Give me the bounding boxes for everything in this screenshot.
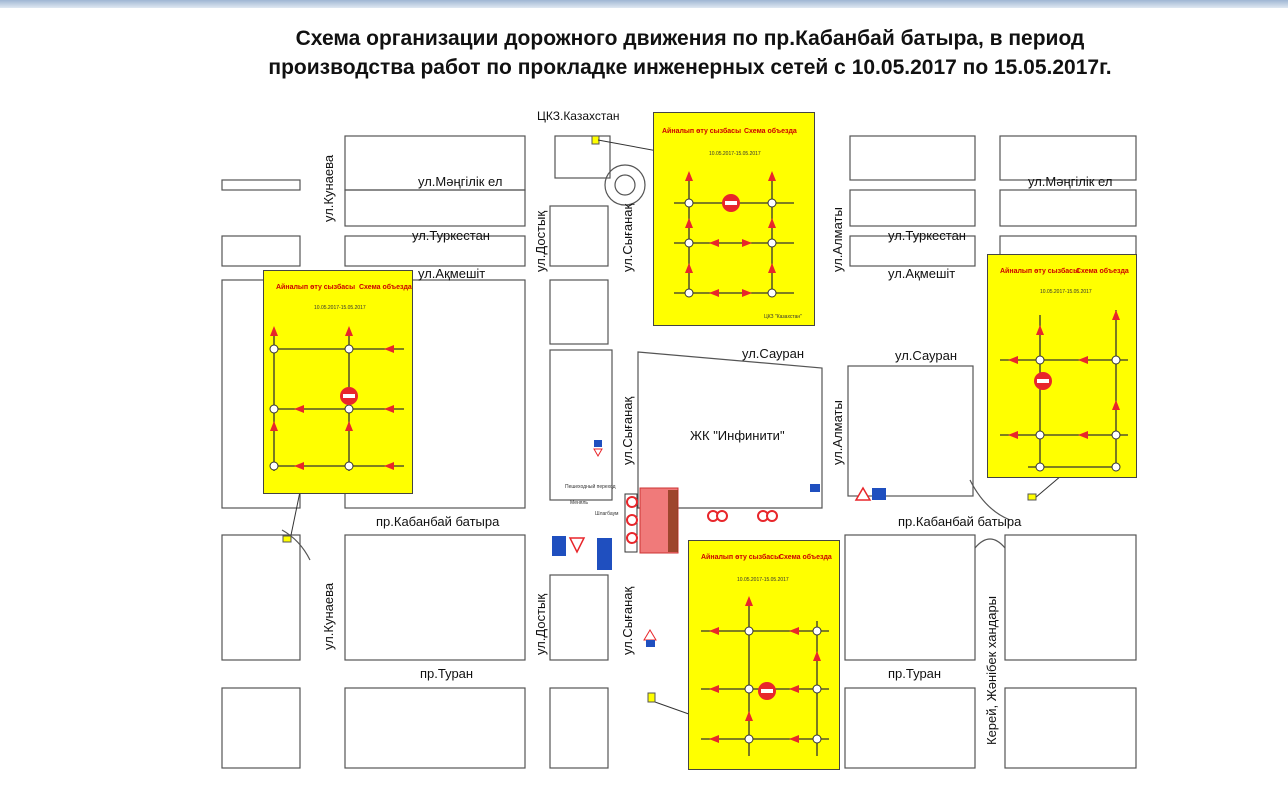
info-sign-icon — [552, 536, 566, 556]
street-label: ул.Сауран — [742, 346, 804, 361]
street-label: ул.Алматы — [830, 207, 845, 272]
restriction-sign-icon — [716, 510, 728, 522]
street-label: ул.Мәңгілік ел — [1028, 174, 1112, 189]
scheme-heading: Схема объезда — [1076, 267, 1129, 275]
street-label: ул.Туркестан — [888, 228, 966, 243]
street-label: ул.Достық — [533, 211, 548, 272]
detour-heading: Айналып өту сызбасы — [1000, 267, 1079, 275]
street-label: ул.Ақмешіт — [888, 266, 955, 281]
detour-diagram: Айналып өту сызбасы Схема объезда 10.05.… — [701, 553, 832, 756]
restriction-sign-icon — [766, 510, 778, 522]
street-label: ул.Кунаева — [321, 582, 336, 650]
sign-marker — [647, 692, 656, 703]
road-signs — [552, 440, 886, 647]
city-blocks — [221, 135, 1137, 769]
detour-heading: Айналып өту сызбасы — [276, 283, 355, 291]
barrier — [668, 490, 678, 552]
detour-card-top: Айналып өту сызбасы Схема объезда 10.05.… — [653, 112, 815, 326]
landmark-marker — [591, 135, 600, 145]
no-entry-icon — [626, 496, 638, 508]
info-sign-icon — [597, 538, 612, 570]
scheme-heading: Схема объезда — [779, 553, 832, 561]
card-dates: 10.05.2017-15.05.2017 — [709, 151, 761, 157]
small-label: Пешеходный переход — [565, 483, 616, 490]
roundabouts — [281, 164, 1011, 561]
landmark-label: ЖК "Инфинити" — [690, 428, 785, 443]
title-line-2: производства работ по прокладке инженерн… — [268, 56, 1112, 79]
street-label: ул.Кунаева — [321, 154, 336, 222]
street-label: ул.Сауран — [895, 348, 957, 363]
window-top-bar — [0, 0, 1288, 8]
street-label: пр.Туран — [420, 666, 473, 681]
callout-line — [597, 139, 664, 153]
warning-sign-icon — [854, 486, 872, 501]
detour-diagram: Айналып өту сызбасы Схема объезда 10.05.… — [662, 127, 802, 320]
street-label: ул.Сығанақ — [620, 396, 635, 465]
scheme-heading: Схема объезда — [359, 283, 412, 291]
landmark-label: ЦКЗ.Казахстан — [537, 109, 620, 123]
detour-diagram: Айналып өту сызбасы Схема объезда 10.05.… — [269, 283, 412, 471]
street-label: ул.Сығанақ — [620, 203, 635, 272]
detour-heading: Айналып өту сызбасы — [662, 127, 741, 135]
sign-marker — [282, 535, 292, 543]
street-label: ул.Ақмешіт — [418, 266, 485, 281]
page-title: Схема организации дорожного движения по … — [0, 24, 1288, 82]
card-footer: ЦКЗ "Казахстан" — [764, 314, 802, 320]
warning-sign-icon — [643, 629, 657, 641]
street-label: пр.Туран — [888, 666, 941, 681]
small-label: Шлагбаум — [595, 511, 619, 517]
detour-diagram: Айналып өту сызбасы Схема объезда 10.05.… — [1000, 267, 1129, 472]
title-line-1: Схема организации дорожного движения по … — [295, 27, 1085, 50]
yield-sign-icon — [593, 448, 603, 458]
info-sign-icon — [646, 640, 655, 647]
yield-sign-icon — [568, 537, 586, 554]
no-entry-icon — [626, 514, 638, 526]
no-entry-icon — [626, 532, 638, 544]
detour-card-left: Айналып өту сызбасы Схема объезда 10.05.… — [263, 270, 413, 494]
work-zone — [624, 487, 679, 554]
street-label: Керей, Жәнібек хандары — [984, 596, 999, 745]
detour-card-bottom: Айналып өту сызбасы Схема объезда 10.05.… — [688, 540, 840, 770]
small-label: Меняль — [570, 500, 588, 506]
street-label: ул.Туркестан — [412, 228, 490, 243]
card-dates: 10.05.2017-15.05.2017 — [1040, 289, 1092, 295]
info-sign-icon — [872, 488, 886, 500]
street-label: ул.Достық — [533, 594, 548, 655]
street-label: ул.Мәңгілік ел — [418, 174, 502, 189]
card-dates: 10.05.2017-15.05.2017 — [314, 305, 366, 311]
info-sign-icon — [810, 484, 820, 492]
detour-card-right: Айналып өту сызбасы Схема объезда 10.05.… — [987, 254, 1137, 478]
card-dates: 10.05.2017-15.05.2017 — [737, 577, 789, 583]
scheme-heading: Схема объезда — [744, 127, 797, 135]
detour-heading: Айналып өту сызбасы — [701, 553, 780, 561]
info-sign-icon — [594, 440, 602, 447]
street-label: пр.Кабанбай батыра — [376, 514, 500, 529]
street-label: пр.Кабанбай батыра — [898, 514, 1022, 529]
street-label: ул.Сығанақ — [620, 586, 635, 655]
sign-marker — [1027, 493, 1037, 501]
street-label: ул.Алматы — [830, 400, 845, 465]
